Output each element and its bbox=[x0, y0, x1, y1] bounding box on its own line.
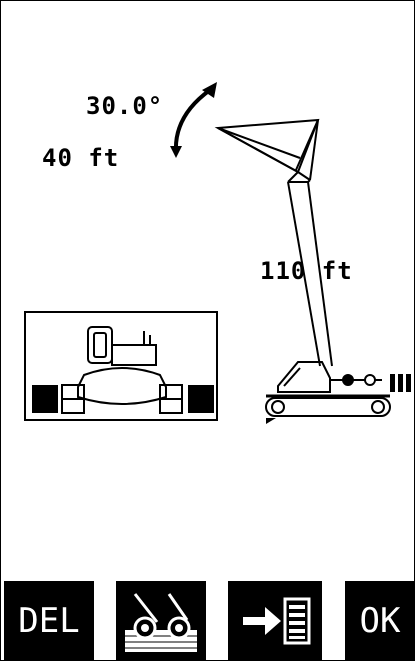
curved-double-arrow-icon bbox=[170, 82, 217, 158]
jib-angle-readout: 30.0° bbox=[86, 92, 164, 120]
delete-button[interactable]: DEL bbox=[4, 581, 94, 661]
undercarriage-diagram bbox=[32, 326, 214, 414]
arrow-to-list-icon bbox=[243, 597, 311, 645]
jib-length-readout: 40 ft bbox=[42, 144, 120, 172]
ok-button[interactable]: OK bbox=[345, 581, 415, 661]
tracks-on-ground-icon bbox=[125, 593, 197, 652]
crawler-crane-icon bbox=[214, 118, 411, 424]
undercarriage-config-icon[interactable] bbox=[24, 311, 218, 421]
tracks-button[interactable] bbox=[116, 581, 206, 661]
boom-length-readout: 110 ft bbox=[260, 257, 353, 285]
send-to-list-button[interactable] bbox=[228, 581, 322, 661]
